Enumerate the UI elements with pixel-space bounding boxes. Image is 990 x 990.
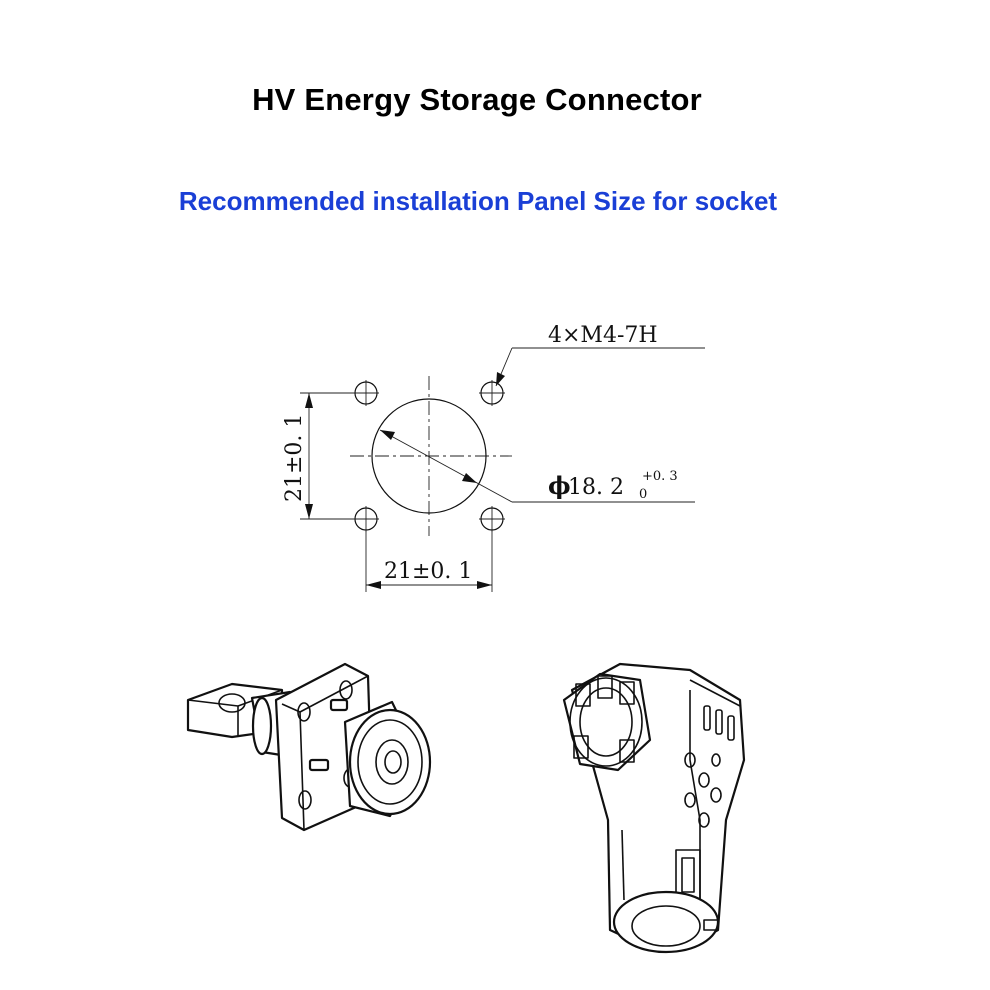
diameter-leader bbox=[379, 429, 513, 503]
page-subtitle: Recommended installation Panel Size for … bbox=[178, 186, 778, 216]
panel-cutout-drawing: 4×M4-7H ϕ 18. 2 +0. 3 0 21±0. 1 21±0. 1 bbox=[282, 323, 705, 592]
thread-callout-text: 4×M4-7H bbox=[548, 323, 658, 348]
vertical-dimension-text: 21±0. 1 bbox=[282, 414, 307, 502]
arrowhead bbox=[462, 473, 477, 483]
diameter-value: 18. 2 bbox=[568, 475, 624, 500]
cutout-circle bbox=[371, 398, 487, 514]
horizontal-dimension-text: 21±0. 1 bbox=[384, 559, 472, 584]
socket-connector-illustration bbox=[186, 662, 432, 832]
arrowhead bbox=[380, 430, 395, 440]
plug-connector-illustration bbox=[562, 662, 746, 954]
mounting-holes bbox=[353, 380, 505, 532]
page-title: HV Energy Storage Connector bbox=[252, 82, 702, 117]
diameter-symbol: ϕ bbox=[548, 471, 571, 500]
diameter-tolerance-lower: 0 bbox=[639, 487, 647, 502]
diameter-tolerance-upper: +0. 3 bbox=[642, 469, 678, 484]
